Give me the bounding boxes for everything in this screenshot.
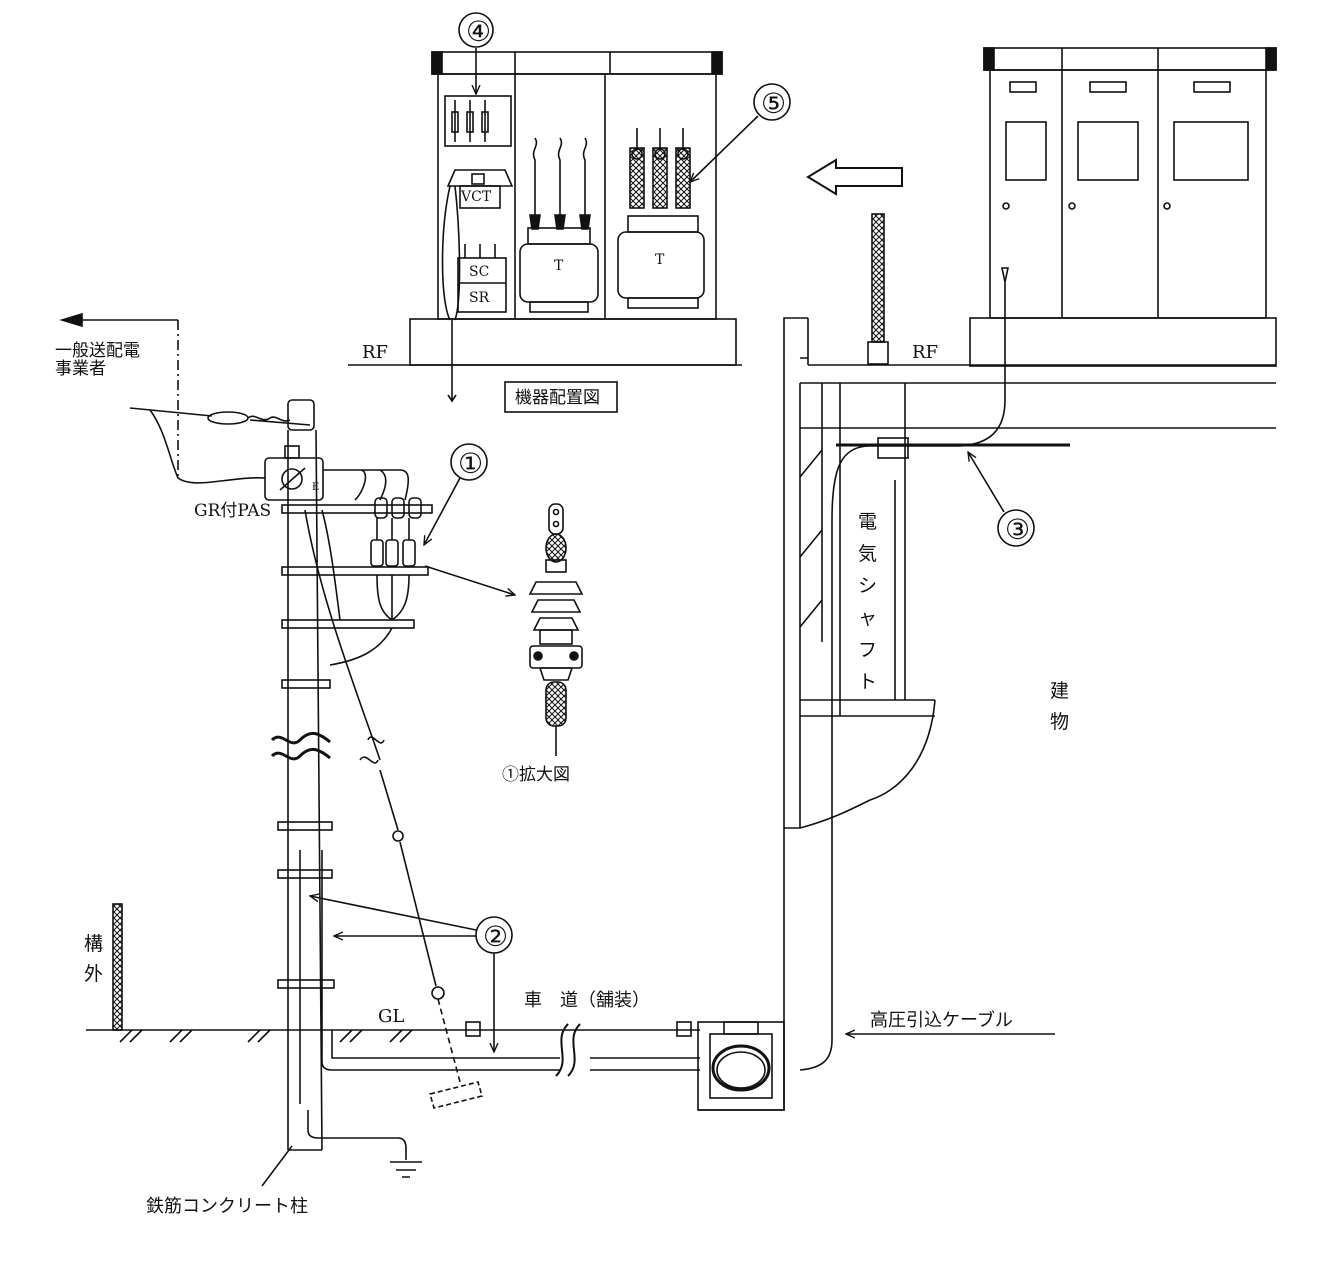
enlarged-cutout	[528, 503, 584, 756]
callout-1-circle	[450, 443, 488, 481]
hollow-arrow	[806, 158, 903, 196]
callout-5: ⑤	[761, 87, 786, 120]
callout-4: ④	[466, 15, 491, 48]
callout-5-circle	[753, 83, 791, 121]
general-utility-line1: 一般送配電	[55, 341, 140, 361]
gl-label: GL	[378, 1006, 404, 1027]
callout-5-leader	[690, 115, 759, 182]
sr-label: SR	[469, 290, 490, 306]
callout-2: ②	[483, 920, 508, 953]
enlarged-view-label: ①拡大図	[502, 765, 570, 785]
overhead-wire	[129, 407, 311, 426]
svg-text:フ: フ	[858, 639, 877, 661]
utility-arrow	[59, 312, 179, 480]
general-utility-line2: 事業者	[55, 359, 106, 379]
cutout-insulators	[370, 497, 422, 621]
callout-3-circle	[997, 509, 1035, 547]
pas-box	[264, 457, 324, 501]
rc-pole-label: 鉄筋コンクリート柱	[146, 1196, 308, 1217]
transformer2-label: T	[655, 252, 665, 268]
svg-text:外: 外	[84, 963, 103, 985]
svg-text:物: 物	[1050, 711, 1069, 733]
callout-1-leader	[424, 477, 461, 545]
handhole	[697, 1021, 785, 1111]
outside-premises-label: 構 外	[84, 933, 103, 985]
earth-mark: E	[312, 482, 319, 493]
hv-cable-label: 高圧引込ケーブル	[870, 1009, 1013, 1031]
sc-label: SC	[469, 264, 489, 280]
building-cubicle	[969, 47, 1277, 367]
svg-text:気: 気	[858, 543, 877, 565]
rf-label-right: RF	[912, 342, 938, 363]
roadway-label: 車 道（舗装）	[524, 990, 650, 1011]
transformer1-label: T	[554, 258, 564, 274]
earth-symbol	[390, 1161, 422, 1178]
underground-conduit	[321, 1030, 700, 1071]
roof-riser	[871, 213, 885, 343]
gr-pas-label: GR付PAS	[194, 501, 271, 521]
svg-text:電: 電	[858, 511, 877, 533]
equipment-layout-caption-box	[504, 381, 618, 413]
svg-text:構: 構	[84, 933, 103, 955]
vct-label: VCT	[460, 189, 492, 205]
callout-1: ①	[458, 447, 483, 480]
rc-pole	[270, 399, 433, 1151]
svg-text:ト: ト	[858, 671, 877, 693]
boundary-fence	[112, 903, 123, 1031]
callout-4-circle	[458, 12, 494, 48]
building-label: 建 物	[1050, 680, 1069, 733]
rc-pole-leader	[261, 1145, 293, 1187]
ground-anchor	[429, 1081, 483, 1109]
callout-3-leader	[968, 452, 1005, 513]
enlarge-arrow	[424, 565, 515, 595]
svg-text:ャ: ャ	[858, 607, 877, 629]
electric-shaft-label: 電 気 シ ャ フ ト	[858, 511, 877, 693]
callout-3: ③	[1005, 513, 1030, 546]
svg-text:シ: シ	[858, 575, 877, 597]
svg-text:建: 建	[1050, 680, 1069, 702]
equipment-layout-caption: 機器配置図	[515, 388, 600, 408]
cubicle-left	[409, 51, 737, 403]
rf-label-left: RF	[362, 342, 388, 363]
callout-2-leader-a	[310, 896, 477, 931]
